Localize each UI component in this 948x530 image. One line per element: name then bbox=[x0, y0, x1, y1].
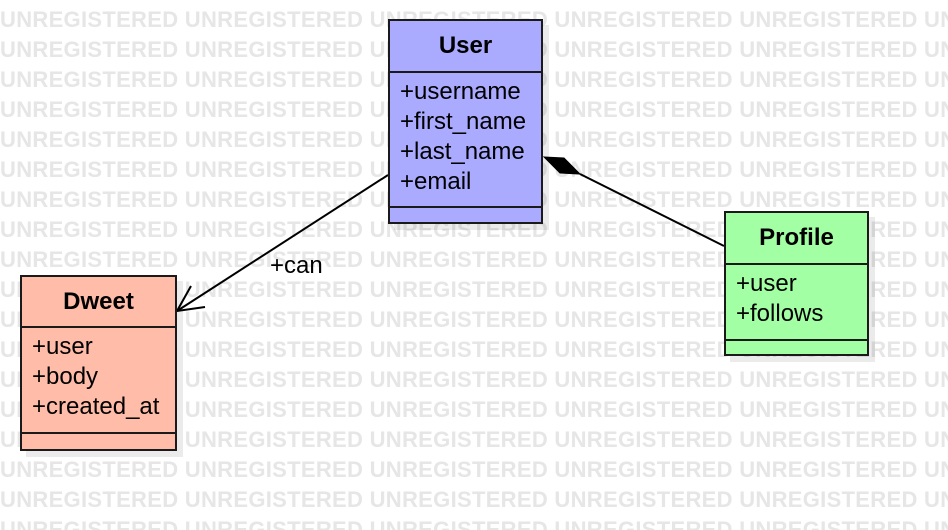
attribute-item: +user bbox=[736, 270, 797, 297]
association-line-user-dweet[interactable] bbox=[176, 174, 389, 312]
attribute-compartment: +user +body +created_at bbox=[22, 328, 175, 434]
class-name: Dweet bbox=[22, 277, 175, 328]
composition-line-profile-user[interactable] bbox=[579, 173, 725, 247]
attribute-item: +last_name bbox=[400, 138, 525, 165]
attribute-item: +username bbox=[400, 78, 521, 105]
attribute-item: +email bbox=[400, 168, 472, 195]
attribute-item: +first_name bbox=[400, 108, 527, 135]
class-dweet[interactable]: Dweet +user +body +created_at bbox=[20, 275, 177, 451]
class-name: User bbox=[390, 21, 541, 73]
attribute-item: +user bbox=[32, 333, 93, 360]
attribute-item: +follows bbox=[736, 300, 824, 327]
attribute-compartment: +user +follows bbox=[726, 265, 867, 341]
class-profile[interactable]: Profile +user +follows bbox=[724, 211, 869, 356]
class-user[interactable]: User +username +first_name +last_name +e… bbox=[388, 19, 543, 224]
attribute-item: +body bbox=[32, 363, 99, 390]
attribute-item: +created_at bbox=[32, 393, 160, 420]
class-name: Profile bbox=[726, 213, 867, 265]
attribute-compartment: +username +first_name +last_name +email bbox=[390, 73, 541, 208]
composition-diamond-icon bbox=[542, 156, 582, 175]
association-label: +can bbox=[270, 252, 323, 279]
open-arrowhead-icon bbox=[175, 285, 206, 313]
